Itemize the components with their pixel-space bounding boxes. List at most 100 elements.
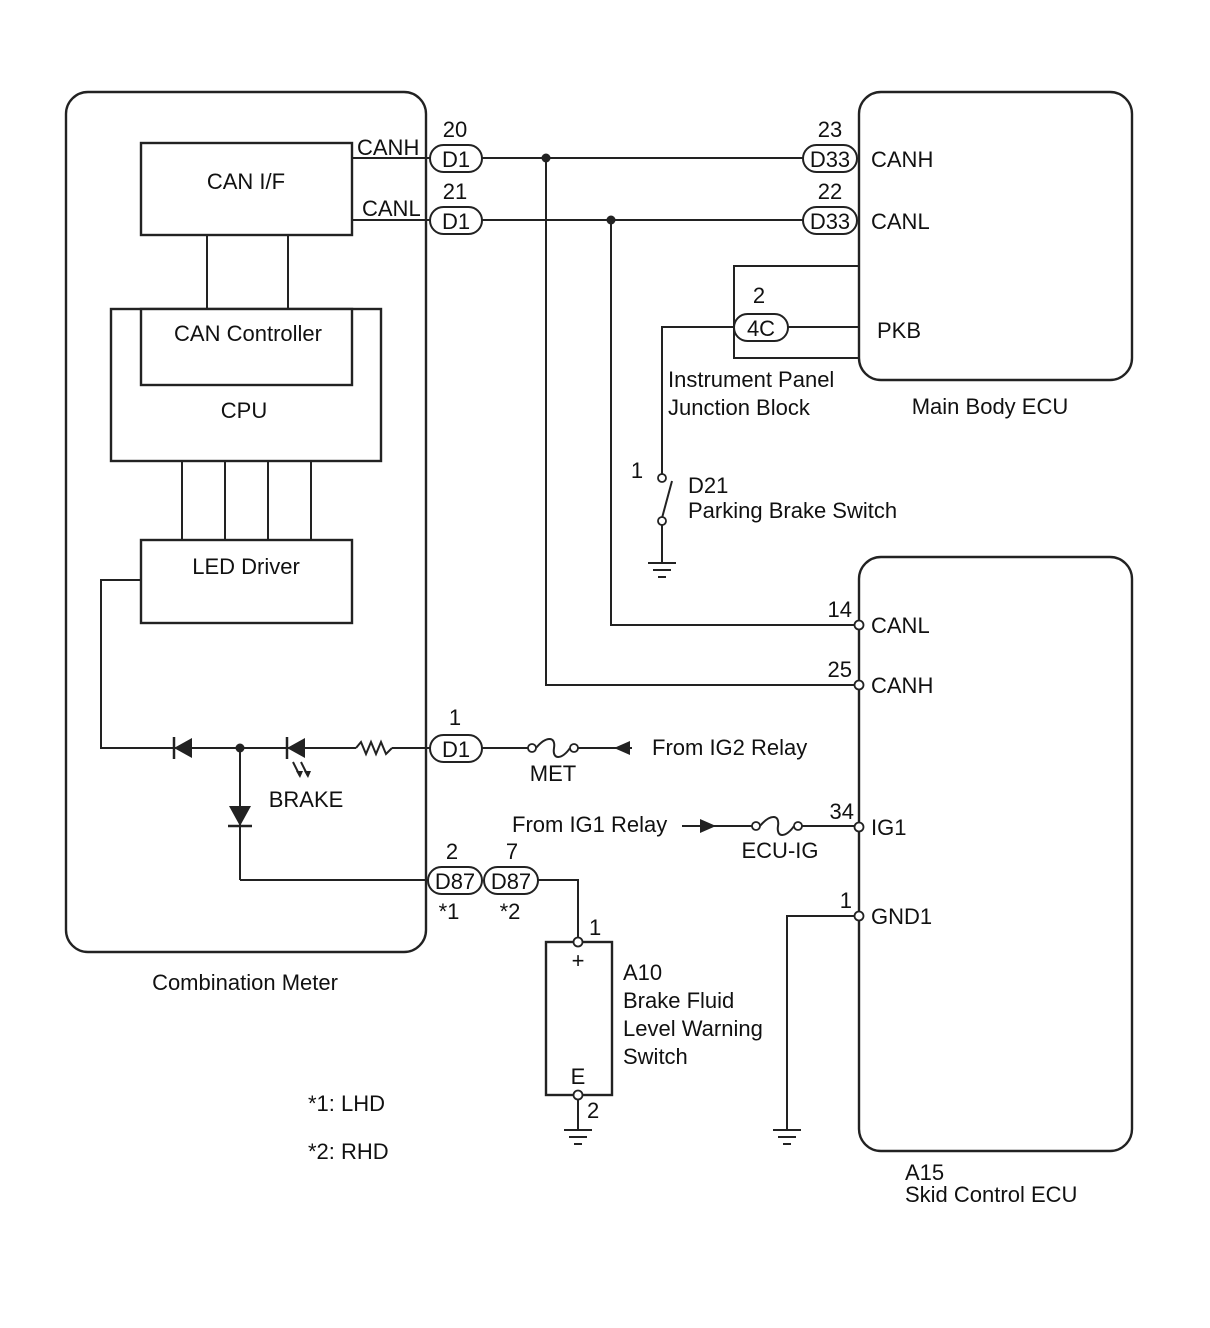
skid-ecu-name: Skid Control ECU (905, 1182, 1077, 1207)
pin-number: 1 (631, 458, 643, 483)
led-driver-box (139, 538, 354, 625)
fuse-terminal (527, 743, 537, 753)
brake-fluid-code: A10 (623, 960, 662, 985)
arrow-left-icon (614, 741, 630, 755)
brake-led-label: BRAKE (269, 787, 344, 812)
e-terminal-label: E (571, 1064, 586, 1089)
cpu-label: CPU (221, 398, 267, 423)
connector-id: D1 (442, 737, 470, 762)
canl-to-skid-wire (610, 220, 856, 626)
diode-icon (174, 738, 192, 758)
fuse-terminal (751, 821, 761, 831)
connector-d1-ig (429, 734, 483, 763)
plus-terminal-label: + (572, 948, 585, 973)
main-body-ecu-box (857, 90, 1134, 382)
connector-id: D87 (435, 869, 475, 894)
skid-control-ecu-box (857, 555, 1134, 1153)
can-controller-label: CAN Controller (174, 321, 322, 346)
led-ray-arrow (296, 771, 303, 778)
connector-id: D1 (442, 209, 470, 234)
pin-number: 20 (443, 117, 467, 142)
connector-d33-canh (802, 144, 858, 173)
connector-d87-lhd (427, 866, 483, 895)
arrow-right-icon (700, 819, 716, 833)
note-rhd: *2: RHD (308, 1139, 389, 1164)
pin-number: 21 (443, 179, 467, 204)
pin-number: 14 (828, 597, 852, 622)
junction-block-label-line1: Instrument Panel (668, 367, 834, 392)
connector-id: D87 (491, 869, 531, 894)
pin-terminal (853, 679, 865, 691)
fuse-terminal (793, 821, 803, 831)
pin-number: 1 (840, 888, 852, 913)
pin-terminal (853, 910, 865, 922)
connector-d33-canl (802, 206, 858, 235)
led-icon (287, 738, 305, 758)
connector-d1-canh (429, 144, 483, 173)
meter-canl-label: CANL (362, 196, 421, 221)
switch-blade-icon (661, 480, 673, 519)
combination-meter-label: Combination Meter (152, 970, 338, 995)
parking-brake-wire (661, 326, 734, 478)
parking-brake-name: Parking Brake Switch (688, 498, 897, 523)
fuse-ecu-ig-label: ECU-IG (742, 838, 819, 863)
brake-fluid-line1: Brake Fluid (623, 988, 734, 1013)
skid-ig1-pin: IG1 (871, 815, 906, 840)
connector-d1-canl (429, 206, 483, 235)
ig2-source-label: From IG2 Relay (652, 735, 807, 760)
connector-id: D33 (810, 209, 850, 234)
main-body-canl-pin: CANL (871, 209, 930, 234)
fuse-met-label: MET (530, 761, 576, 786)
resistor-icon (355, 739, 393, 757)
can-if-label: CAN I/F (207, 169, 285, 194)
junction-block-label-line2: Junction Block (668, 395, 811, 420)
pin-terminal (853, 821, 865, 833)
pin-number: 1 (449, 705, 461, 730)
pin-number: 23 (818, 117, 842, 142)
pin-terminal (572, 936, 584, 948)
fuse-terminal (569, 743, 579, 753)
main-body-ecu-label: Main Body ECU (912, 394, 1069, 419)
switch-contact (657, 473, 667, 483)
pin-number: 22 (818, 179, 842, 204)
led-ray-arrow (304, 771, 311, 778)
brake-fluid-line3: Switch (623, 1044, 688, 1069)
main-body-canh-pin: CANH (871, 147, 933, 172)
pin-number: 2 (587, 1098, 599, 1123)
combination-meter-box (64, 90, 428, 954)
meter-canh-label: CANH (357, 135, 419, 160)
can-controller-box (139, 307, 354, 387)
connector-id: D33 (810, 147, 850, 172)
fuse-met-icon (535, 738, 571, 758)
canh-to-skid-wire (545, 158, 856, 686)
gnd1-wire (786, 915, 855, 1130)
brake-circuit-wire (100, 579, 430, 749)
main-body-pkb-pin: PKB (877, 318, 921, 343)
can-if-box (139, 141, 354, 237)
pin-number: 34 (830, 799, 854, 824)
skid-ecu-code: A15 (905, 1160, 944, 1185)
note-lhd: *1: LHD (308, 1091, 385, 1116)
parking-brake-code: D21 (688, 473, 728, 498)
lhd-marker: *1 (439, 899, 460, 924)
pin-number: 2 (753, 283, 765, 308)
rhd-marker: *2 (500, 899, 521, 924)
junction-block-outline (733, 265, 859, 359)
skid-canl-pin: CANL (871, 613, 930, 638)
pin-number: 2 (446, 839, 458, 864)
pin-number: 7 (506, 839, 518, 864)
fuse-ecu-ig-icon (759, 816, 795, 836)
pin-number: 1 (589, 915, 601, 940)
fluid-switch-wire (538, 879, 579, 938)
brake-fluid-line2: Level Warning (623, 1016, 763, 1041)
connector-4c (733, 313, 789, 342)
switch-contact (657, 516, 667, 526)
skid-gnd1-pin: GND1 (871, 904, 932, 929)
connector-id: 4C (747, 316, 775, 341)
pin-number: 25 (828, 657, 852, 682)
diode-icon (229, 806, 251, 826)
pin-terminal (572, 1089, 584, 1101)
connector-id: D1 (442, 147, 470, 172)
skid-canh-pin: CANH (871, 673, 933, 698)
